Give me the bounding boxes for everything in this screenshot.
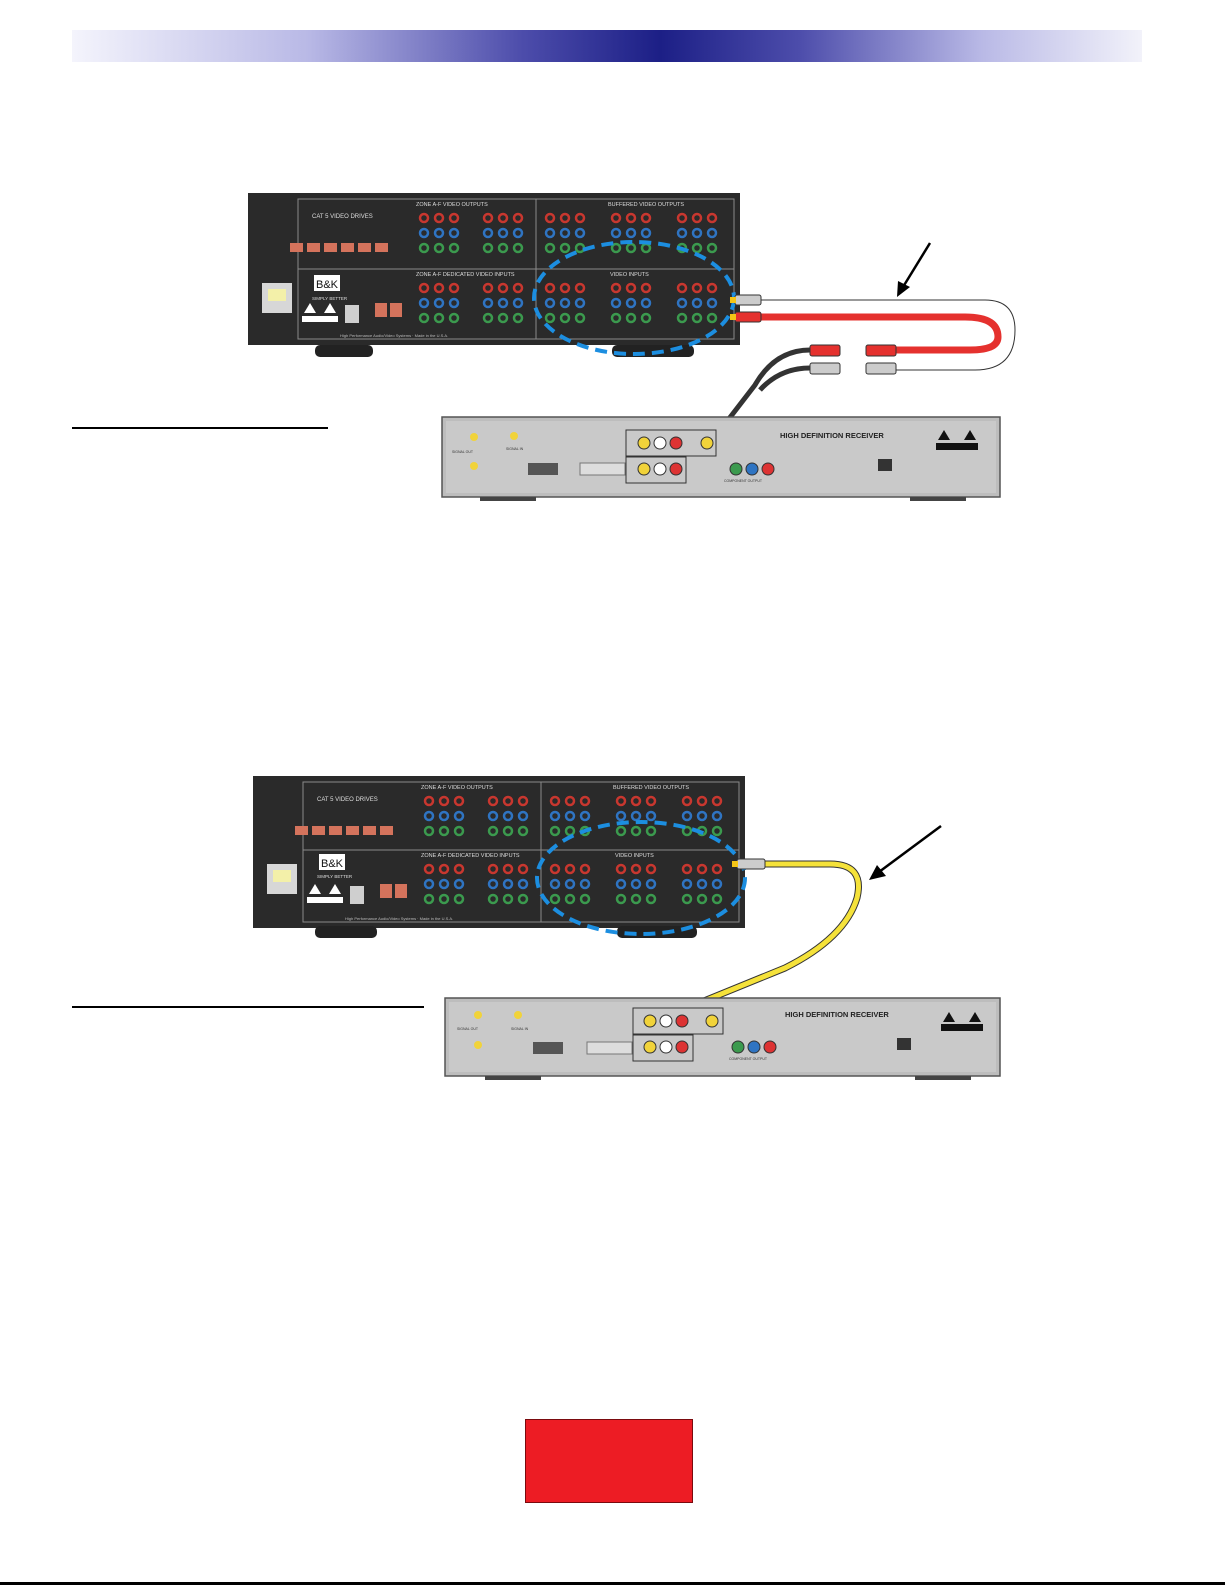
warning-triangle-icon — [329, 884, 341, 894]
svg-text:HIGH DEFINITION RECEIVER: HIGH DEFINITION RECEIVER — [785, 1010, 889, 1019]
svg-text:B&K: B&K — [321, 858, 344, 870]
zone-outputs-label: ZONE A-F VIDEO OUTPUTS — [416, 202, 488, 208]
svg-text:COMPONENT OUTPUT: COMPONENT OUTPUT — [724, 479, 763, 483]
page-number-badge — [525, 1419, 693, 1503]
amplifier-rear-panel: ZONE A-F VIDEO OUTPUTS BUFFERED VIDEO OU… — [248, 193, 740, 357]
warning-triangle-icon — [938, 430, 950, 440]
svg-text:High Performance Audio/Video S: High Performance Audio/Video Systems · M… — [345, 916, 453, 921]
hd-receiver: HIGH DEFINITION RECEIVER SIGNAL OUT SIGN… — [444, 997, 1001, 1080]
warning-triangle-icon — [964, 430, 976, 440]
warning-triangle-icon — [304, 303, 316, 313]
svg-text:SIGNAL IN: SIGNAL IN — [506, 447, 524, 451]
cat5-label: CAT 5 VIDEO DRIVES — [312, 214, 373, 220]
svg-text:COMPONENT OUTPUT: COMPONENT OUTPUT — [729, 1057, 768, 1061]
warning-triangle-icon — [324, 303, 336, 313]
svg-text:BUFFERED VIDEO OUTPUTS: BUFFERED VIDEO OUTPUTS — [613, 785, 689, 791]
bottom-rule — [0, 1582, 1225, 1585]
svg-text:SIMPLY BETTER: SIMPLY BETTER — [317, 874, 353, 879]
video-inputs-label: VIDEO INPUTS — [610, 272, 649, 278]
buffered-outputs-label: BUFFERED VIDEO OUTPUTS — [608, 202, 684, 208]
arrow-pointer-icon — [869, 824, 942, 880]
audio-cable — [701, 294, 1019, 448]
header-banner — [72, 30, 1142, 62]
connection-diagram-audio: ZONE A-F VIDEO OUTPUTS BUFFERED VIDEO OU… — [248, 193, 1019, 501]
amplifier-rear-panel: ZONE A-F VIDEO OUTPUTS BUFFERED VIDEO OU… — [253, 776, 745, 938]
connection-diagram-video: ZONE A-F VIDEO OUTPUTS BUFFERED VIDEO OU… — [253, 776, 1001, 1080]
arrow-pointer-icon — [897, 242, 932, 297]
inputs-callout — [535, 820, 747, 936]
receiver-title: HIGH DEFINITION RECEIVER — [780, 431, 884, 440]
dedicated-inputs-label: ZONE A-F DEDICATED VIDEO INPUTS — [416, 272, 515, 278]
hd-receiver: HIGH DEFINITION RECEIVER SIGNAL OUT SIGN… — [441, 416, 1001, 501]
footer-text: High Performance Audio/Video Systems · M… — [340, 333, 448, 338]
svg-text:ZONE A-F VIDEO OUTPUTS: ZONE A-F VIDEO OUTPUTS — [421, 785, 493, 791]
caption-underline-2 — [72, 1006, 424, 1008]
svg-text:VIDEO INPUTS: VIDEO INPUTS — [615, 853, 654, 859]
caption-underline-1 — [72, 427, 328, 429]
svg-text:SIGNAL OUT: SIGNAL OUT — [452, 450, 474, 454]
brand-tagline: SIMPLY BETTER — [312, 296, 348, 301]
warning-triangle-icon — [969, 1012, 981, 1022]
brand-logo: B&K — [316, 279, 339, 291]
svg-text:CAT 5 VIDEO DRIVES: CAT 5 VIDEO DRIVES — [317, 797, 378, 803]
svg-text:SIGNAL OUT: SIGNAL OUT — [457, 1027, 479, 1031]
svg-text:SIGNAL IN: SIGNAL IN — [511, 1027, 529, 1031]
warning-triangle-icon — [309, 884, 321, 894]
warning-triangle-icon — [943, 1012, 955, 1022]
svg-text:ZONE A-F DEDICATED VIDEO INPUT: ZONE A-F DEDICATED VIDEO INPUTS — [421, 853, 520, 859]
